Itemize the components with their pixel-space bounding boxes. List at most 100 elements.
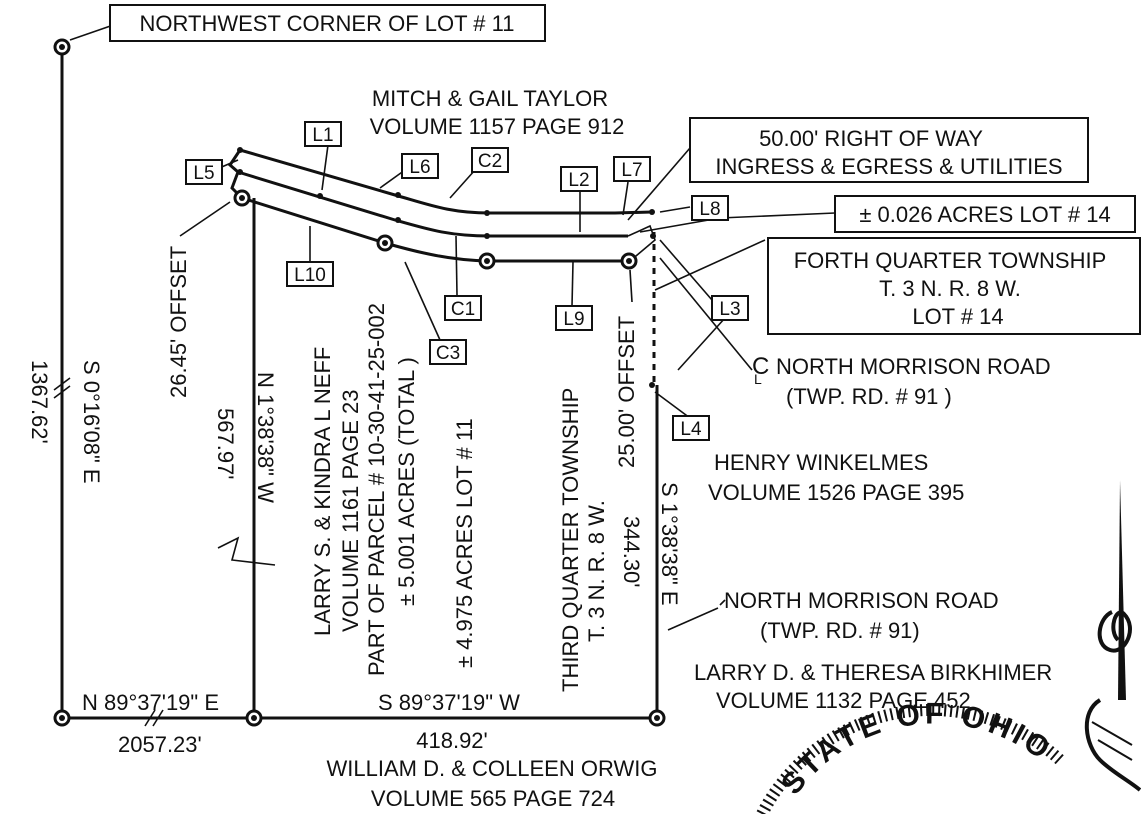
callout-l6: L6: [401, 153, 439, 179]
svg-text:C3: C3: [436, 343, 460, 364]
monuments: [53, 38, 666, 727]
svg-text:S 89°37'19" W: S 89°37'19" W: [378, 690, 520, 715]
birkhimer: LARRY D. & THERESA BIRKHIMER VOLUME 1132…: [694, 660, 1052, 713]
svg-text:VOLUME 1161 PAGE 23: VOLUME 1161 PAGE 23: [338, 389, 363, 632]
svg-text:LOT # 14: LOT # 14: [912, 304, 1003, 329]
svg-text:HENRY WINKELMES: HENRY WINKELMES: [714, 450, 928, 475]
svg-text:26.45' OFFSET: 26.45' OFFSET: [166, 246, 191, 398]
lot14-acres-label: ± 0.026 ACRES LOT # 14: [834, 195, 1136, 233]
callout-l3: L3: [711, 295, 749, 321]
svg-text:L10: L10: [294, 265, 326, 286]
svg-text:T. 3 N. R. 8 W.: T. 3 N. R. 8 W.: [584, 500, 609, 642]
east-line-labels: S 1°38'38" E 344.30': [619, 482, 682, 606]
svg-text:L9: L9: [563, 309, 584, 330]
svg-text:2057.23': 2057.23': [118, 732, 202, 757]
monument-c3: [376, 234, 394, 252]
point-marker: [484, 233, 490, 239]
svg-text:INGRESS & EGRESS & UTILITIES: INGRESS & EGRESS & UTILITIES: [715, 154, 1062, 179]
svg-text:567.97': 567.97': [213, 408, 238, 480]
svg-text:L6: L6: [409, 157, 430, 178]
callout-c1: C1: [444, 295, 482, 321]
callouts: L1 L6 C2 L2 L7 L8 L5 L10 C1 C3 L9 L3 L4: [185, 121, 749, 441]
svg-text:N 1°38'38" W: N 1°38'38" W: [253, 372, 278, 503]
point-marker: [237, 169, 243, 175]
callout-l1: L1: [304, 121, 342, 147]
svg-text:LARRY S. & KINDRA L NEFF: LARRY S. & KINDRA L NEFF: [310, 347, 335, 636]
callout-l9: L9: [555, 305, 593, 331]
svg-text:T. 3 N. R. 8 W.: T. 3 N. R. 8 W.: [879, 276, 1021, 301]
callout-l4: L4: [672, 415, 710, 441]
svg-text:VOLUME 1526 PAGE 395: VOLUME 1526 PAGE 395: [708, 480, 964, 505]
svg-text:VOLUME 565 PAGE 724: VOLUME 565 PAGE 724: [371, 786, 615, 811]
svg-text:THIRD QUARTER TOWNSHIP: THIRD QUARTER TOWNSHIP: [558, 388, 583, 692]
svg-text:N 89°37'19" E: N 89°37'19" E: [82, 690, 219, 715]
point-marker: [649, 209, 655, 215]
svg-text:344.30': 344.30': [619, 516, 644, 588]
svg-text:L5: L5: [193, 163, 214, 184]
svg-text:± 0.026 ACRES LOT # 14: ± 0.026 ACRES LOT # 14: [859, 202, 1110, 227]
west-line-labels: S 0°16'08" E 1367.62': [27, 360, 104, 484]
svg-text:PART OF PARCEL # 10-30-41-25-0: PART OF PARCEL # 10-30-41-25-002: [364, 303, 389, 676]
callout-l8: L8: [691, 195, 729, 221]
south-labels: N 89°37'19" E 2057.23' S 89°37'19" W 418…: [82, 690, 657, 811]
forth-quarter-label: FORTH QUARTER TOWNSHIP T. 3 N. R. 8 W. L…: [767, 237, 1141, 335]
point-marker: [395, 192, 401, 198]
boundary-lines: [60, 47, 659, 720]
callout-l2: L2: [560, 166, 598, 192]
monument-l9-west: [478, 252, 496, 270]
svg-text:C2: C2: [478, 151, 502, 172]
svg-text:L7: L7: [621, 160, 642, 181]
offset-east-label: 25.00' OFFSET: [614, 316, 639, 468]
neff-labels: LARRY S. & KINDRA L NEFF VOLUME 1161 PAG…: [310, 303, 419, 676]
break-symbols: [53, 377, 276, 727]
leader-lines: [69, 21, 836, 631]
svg-text:418.92': 418.92': [416, 728, 488, 753]
svg-text:WILLIAM D. & COLLEEN ORWIG: WILLIAM D. & COLLEEN ORWIG: [327, 756, 658, 781]
centerline-road-label: C L NORTH MORRISON ROAD (TWP. RD. # 91 ): [752, 353, 1051, 409]
monument-nw-corner: [53, 38, 71, 56]
svg-text:FORTH QUARTER TOWNSHIP: FORTH QUARTER TOWNSHIP: [794, 248, 1107, 273]
lot11-acres-label: ± 4.975 ACRES LOT # 11: [452, 418, 477, 668]
svg-text:25.00' OFFSET: 25.00' OFFSET: [614, 316, 639, 468]
state-of-ohio-seal: STATE OF OHIO: [756, 698, 1065, 814]
right-of-way-label: 50.00' RIGHT OF WAY INGRESS & EGRESS & U…: [689, 117, 1089, 183]
svg-text:LARRY D. & THERESA BIRKHIMER: LARRY D. & THERESA BIRKHIMER: [694, 660, 1052, 685]
svg-text:L8: L8: [699, 199, 720, 220]
svg-text:± 4.975 ACRES LOT # 11: ± 4.975 ACRES LOT # 11: [452, 418, 477, 668]
svg-text:VOLUME 1132 PAGE 452: VOLUME 1132 PAGE 452: [716, 688, 971, 713]
north-morrison-road-2: NORTH MORRISON ROAD (TWP. RD. # 91): [724, 588, 999, 643]
svg-text:NORTH MORRISON ROAD: NORTH MORRISON ROAD: [724, 588, 999, 613]
svg-text:50.00' RIGHT OF WAY: 50.00' RIGHT OF WAY: [759, 126, 983, 151]
svg-text:L4: L4: [680, 419, 702, 440]
callout-l5: L5: [185, 159, 223, 185]
callout-l7: L7: [613, 156, 651, 182]
point-marker: [237, 147, 243, 153]
svg-text:VOLUME 1157 PAGE 912: VOLUME 1157 PAGE 912: [370, 114, 625, 139]
svg-text:1367.62': 1367.62': [27, 360, 52, 444]
svg-text:NORTH MORRISON ROAD: NORTH MORRISON ROAD: [776, 354, 1051, 379]
point-marker: [317, 193, 323, 199]
point-marker: [650, 233, 656, 239]
svg-text:C: C: [752, 353, 769, 380]
svg-text:(TWP. RD. # 91 ): (TWP. RD. # 91 ): [786, 384, 952, 409]
point-marker: [649, 382, 655, 388]
svg-text:± 5.001 ACRES (TOTAL ): ± 5.001 ACRES (TOTAL ): [394, 357, 419, 606]
callout-c2: C2: [471, 147, 509, 173]
svg-text:L1: L1: [312, 125, 333, 146]
svg-text:L2: L2: [568, 170, 589, 191]
inner-line-labels: N 1°38'38" W 567.97': [213, 372, 278, 503]
signature-flourish: [1084, 480, 1141, 792]
monument-south-mid: [245, 709, 263, 727]
monument-se-corner: [648, 709, 666, 727]
svg-text:MITCH & GAIL TAYLOR: MITCH & GAIL TAYLOR: [372, 86, 608, 111]
svg-text:STATE OF OHIO: STATE OF OHIO: [775, 698, 1059, 801]
monument-row-west: [233, 189, 251, 207]
svg-text:S 1°38'38" E: S 1°38'38" E: [657, 482, 682, 606]
point-marker: [395, 217, 401, 223]
offset-west-label: 26.45' OFFSET: [166, 246, 191, 398]
svg-text:C1: C1: [451, 299, 475, 320]
north-owner: MITCH & GAIL TAYLOR VOLUME 1157 PAGE 912: [370, 86, 625, 139]
callout-l10: L10: [286, 261, 334, 287]
third-quarter-labels: THIRD QUARTER TOWNSHIP T. 3 N. R. 8 W.: [558, 388, 609, 692]
